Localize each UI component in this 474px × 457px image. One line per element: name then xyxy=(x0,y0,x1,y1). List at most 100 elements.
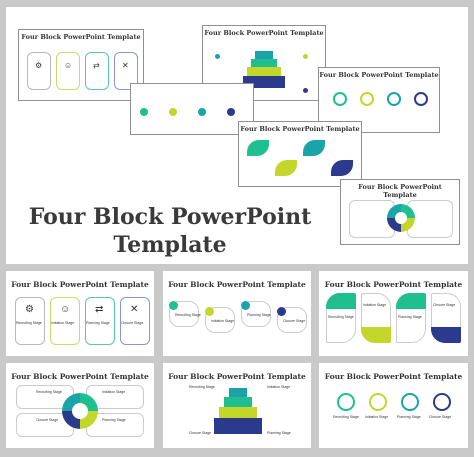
dot-teal xyxy=(198,108,206,116)
slide-title: Four Block PowerPoint Template xyxy=(21,33,141,41)
gear-icon: ⚙ xyxy=(25,304,34,315)
slide-title: Four Block PowerPoint Template xyxy=(358,183,442,199)
stage-label: Closure Stage xyxy=(189,431,212,435)
thumb-pyramid[interactable]: Four Block PowerPoint Template Recruitin… xyxy=(163,363,311,448)
stage-label: Initiation Stage xyxy=(51,321,75,325)
marker xyxy=(303,88,308,93)
stage-label: Planning Stage xyxy=(247,313,271,317)
gear-icon: ⚙ xyxy=(35,61,43,70)
hero-title-line1: Four Block PowerPoint xyxy=(28,204,312,230)
thumb-pie[interactable]: Four Block PowerPoint Template Recruitin… xyxy=(6,363,154,448)
slide-title: Four Block PowerPoint Template xyxy=(319,71,439,79)
dot-green xyxy=(169,301,178,310)
pie-center xyxy=(395,212,407,224)
stage-label: Initiation Stage xyxy=(211,319,235,323)
card-1 xyxy=(27,52,51,90)
leaf-green xyxy=(326,293,356,309)
road-sign-icon: ⇄ xyxy=(93,61,100,70)
leaf-green xyxy=(247,140,269,156)
dot-green xyxy=(140,108,148,116)
leaf-green-2 xyxy=(396,293,426,309)
stage-label: Initiation Stage xyxy=(363,303,387,307)
pie-center xyxy=(72,403,88,419)
pyramid-level-2 xyxy=(224,397,252,407)
dot-lime xyxy=(205,307,214,316)
collage-slide-cards[interactable]: Four Block PowerPoint Template ⚙ ☺ ⇄ ✕ xyxy=(18,29,144,101)
stage-label: Planning Stage xyxy=(86,321,110,325)
leaf-teal xyxy=(303,140,325,156)
card-2 xyxy=(56,52,80,90)
thumb-title: Four Block PowerPoint Template xyxy=(168,280,306,289)
head-icon: ☺ xyxy=(64,61,73,70)
hero-title: Four Block PowerPoint Template xyxy=(20,203,320,259)
thumb-title: Four Block PowerPoint Template xyxy=(324,280,463,289)
leaf-navy xyxy=(331,160,353,176)
dot-navy xyxy=(277,307,286,316)
stage-label: Closure Stage xyxy=(429,415,452,419)
collage-slide-flow[interactable] xyxy=(130,83,254,135)
stage-label: Closure Stage xyxy=(36,418,59,422)
pyramid-top xyxy=(255,51,273,59)
thumb-title: Four Block PowerPoint Template xyxy=(168,372,306,381)
slide-title: Four Block PowerPoint Template xyxy=(240,125,360,133)
card-4 xyxy=(120,297,150,345)
stage-label: Closure Stage xyxy=(121,321,144,325)
stage-label: Initiation Stage xyxy=(267,385,291,389)
hero-title-line2: Template xyxy=(113,232,227,258)
marker xyxy=(215,54,220,59)
circle-teal xyxy=(401,393,419,411)
marker xyxy=(303,54,308,59)
circle-green xyxy=(333,92,347,106)
pie-card-bl xyxy=(16,413,74,437)
stage-label: Planning Stage xyxy=(267,431,291,435)
pyramid-level-3 xyxy=(219,407,257,418)
thumb-leaves[interactable]: Four Block PowerPoint Template Recruitin… xyxy=(319,271,468,356)
stage-label: Recruiting Stage xyxy=(328,315,354,319)
card-1 xyxy=(15,297,45,345)
card-2 xyxy=(50,297,80,345)
thumb-title: Four Block PowerPoint Template xyxy=(11,280,149,289)
thumb-title: Four Block PowerPoint Template xyxy=(324,372,463,381)
road-sign-icon: ⇄ xyxy=(95,304,104,315)
thumb-circles[interactable]: Four Block PowerPoint Template Recruitin… xyxy=(319,363,468,448)
card-3 xyxy=(85,52,109,90)
collage-slide-leaves[interactable]: Four Block PowerPoint Template xyxy=(238,121,362,187)
tools-icon: ✕ xyxy=(130,304,139,315)
stage-label: Recruiting Stage xyxy=(189,385,215,389)
circle-teal xyxy=(387,92,401,106)
dot-navy xyxy=(227,108,235,116)
dot-lime xyxy=(169,108,177,116)
card-4 xyxy=(114,52,138,90)
leaf-lime xyxy=(361,327,391,343)
pyramid-level-2 xyxy=(251,59,277,67)
slide-title: Four Block PowerPoint Template xyxy=(204,29,324,37)
pyramid-base xyxy=(214,418,262,434)
circle-green xyxy=(337,393,355,411)
dot-teal xyxy=(241,301,250,310)
leaf-lime xyxy=(275,160,297,176)
stage-label: Initiation Stage xyxy=(102,390,126,394)
stage-label: Recruiting Stage xyxy=(16,321,42,325)
stage-label: Planning Stage xyxy=(397,415,421,419)
pyramid-top xyxy=(229,388,247,397)
thumb-flow[interactable]: Four Block PowerPoint Template Recruitin… xyxy=(163,271,311,356)
stage-label: Recruiting Stage xyxy=(333,415,359,419)
stage-label: Closure Stage xyxy=(433,303,456,307)
head-icon: ☺ xyxy=(60,304,71,315)
pyramid-level-3 xyxy=(247,67,281,76)
tools-icon: ✕ xyxy=(122,61,129,70)
thumb-cards[interactable]: Four Block PowerPoint Template ⚙ ☺ ⇄ ✕ R… xyxy=(6,271,154,356)
collage-slide-pie[interactable]: Four Block PowerPoint Template xyxy=(340,179,460,245)
stage-label: Closure Stage xyxy=(283,319,306,323)
stage-label: Initiation Stage xyxy=(365,415,389,419)
thumb-title: Four Block PowerPoint Template xyxy=(11,372,149,381)
stage-label: Recruiting Stage xyxy=(36,390,62,394)
circle-lime xyxy=(360,92,374,106)
circle-navy xyxy=(414,92,428,106)
circle-lime xyxy=(369,393,387,411)
stage-label: Recruiting Stage xyxy=(175,313,201,317)
leaf-navy xyxy=(431,327,461,343)
hero-preview: Four Block PowerPoint Template ⚙ ☺ ⇄ ✕ F… xyxy=(6,7,468,264)
circle-navy xyxy=(433,393,451,411)
stage-label: Planning Stage xyxy=(102,418,126,422)
